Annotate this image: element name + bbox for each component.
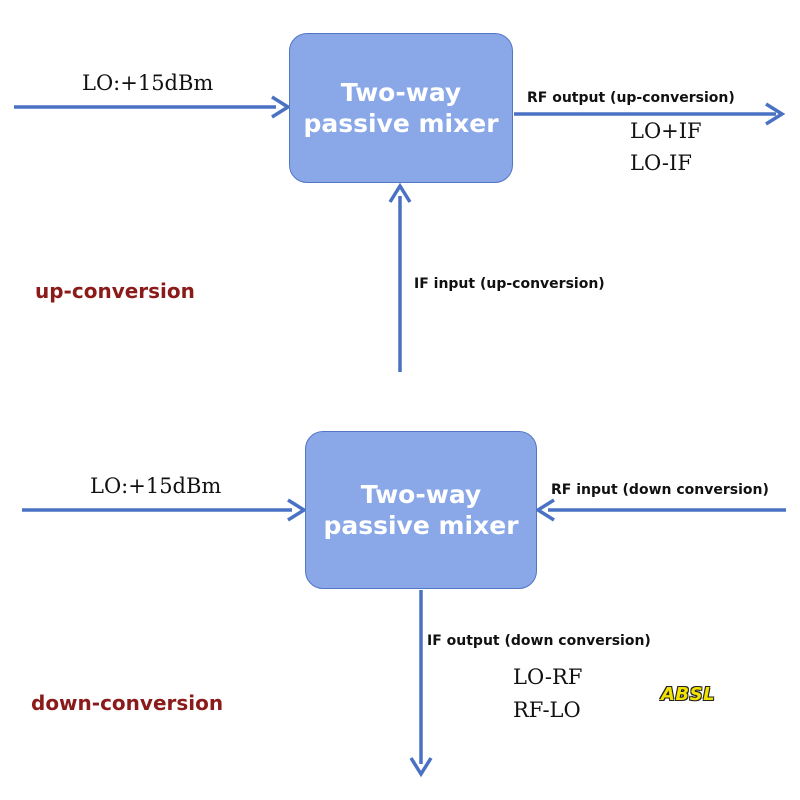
up-mixer-block: Two-way passive mixer <box>289 33 513 183</box>
down-mixer-title-line1: Two-way <box>360 480 482 509</box>
up-rf-product-1: LO+IF <box>630 119 702 143</box>
up-mixer-title-line1: Two-way <box>340 78 462 107</box>
down-if-output-label: IF output (down conversion) <box>427 633 651 649</box>
down-rf-input-arrow-head <box>534 498 555 522</box>
down-conversion-mode-label: down-conversion <box>31 691 224 715</box>
up-mixer-title-line2: passive mixer <box>303 109 499 138</box>
down-if-output-arrow-head <box>409 757 433 778</box>
up-if-input-arrow-head <box>388 182 412 203</box>
up-rf-output-label: RF output (up-conversion) <box>527 90 735 106</box>
up-lo-arrow-head <box>271 95 292 119</box>
up-rf-product-2: LO-IF <box>630 151 692 175</box>
down-lo-label: LO:+15dBm <box>90 474 222 498</box>
absl-watermark: ABSL <box>661 684 716 705</box>
up-rf-output-arrow-head <box>765 102 786 126</box>
down-mixer-title-line2: passive mixer <box>323 511 519 540</box>
up-conversion-mode-label: up-conversion <box>35 279 195 303</box>
down-mixer-block: Two-way passive mixer <box>305 431 537 589</box>
down-lo-arrow-head <box>287 498 308 522</box>
up-lo-label: LO:+15dBm <box>82 71 214 95</box>
down-if-product-2: RF-LO <box>513 698 581 722</box>
up-if-input-label: IF input (up-conversion) <box>414 276 605 292</box>
down-if-product-1: LO-RF <box>513 665 583 689</box>
down-rf-input-label: RF input (down conversion) <box>551 482 769 498</box>
